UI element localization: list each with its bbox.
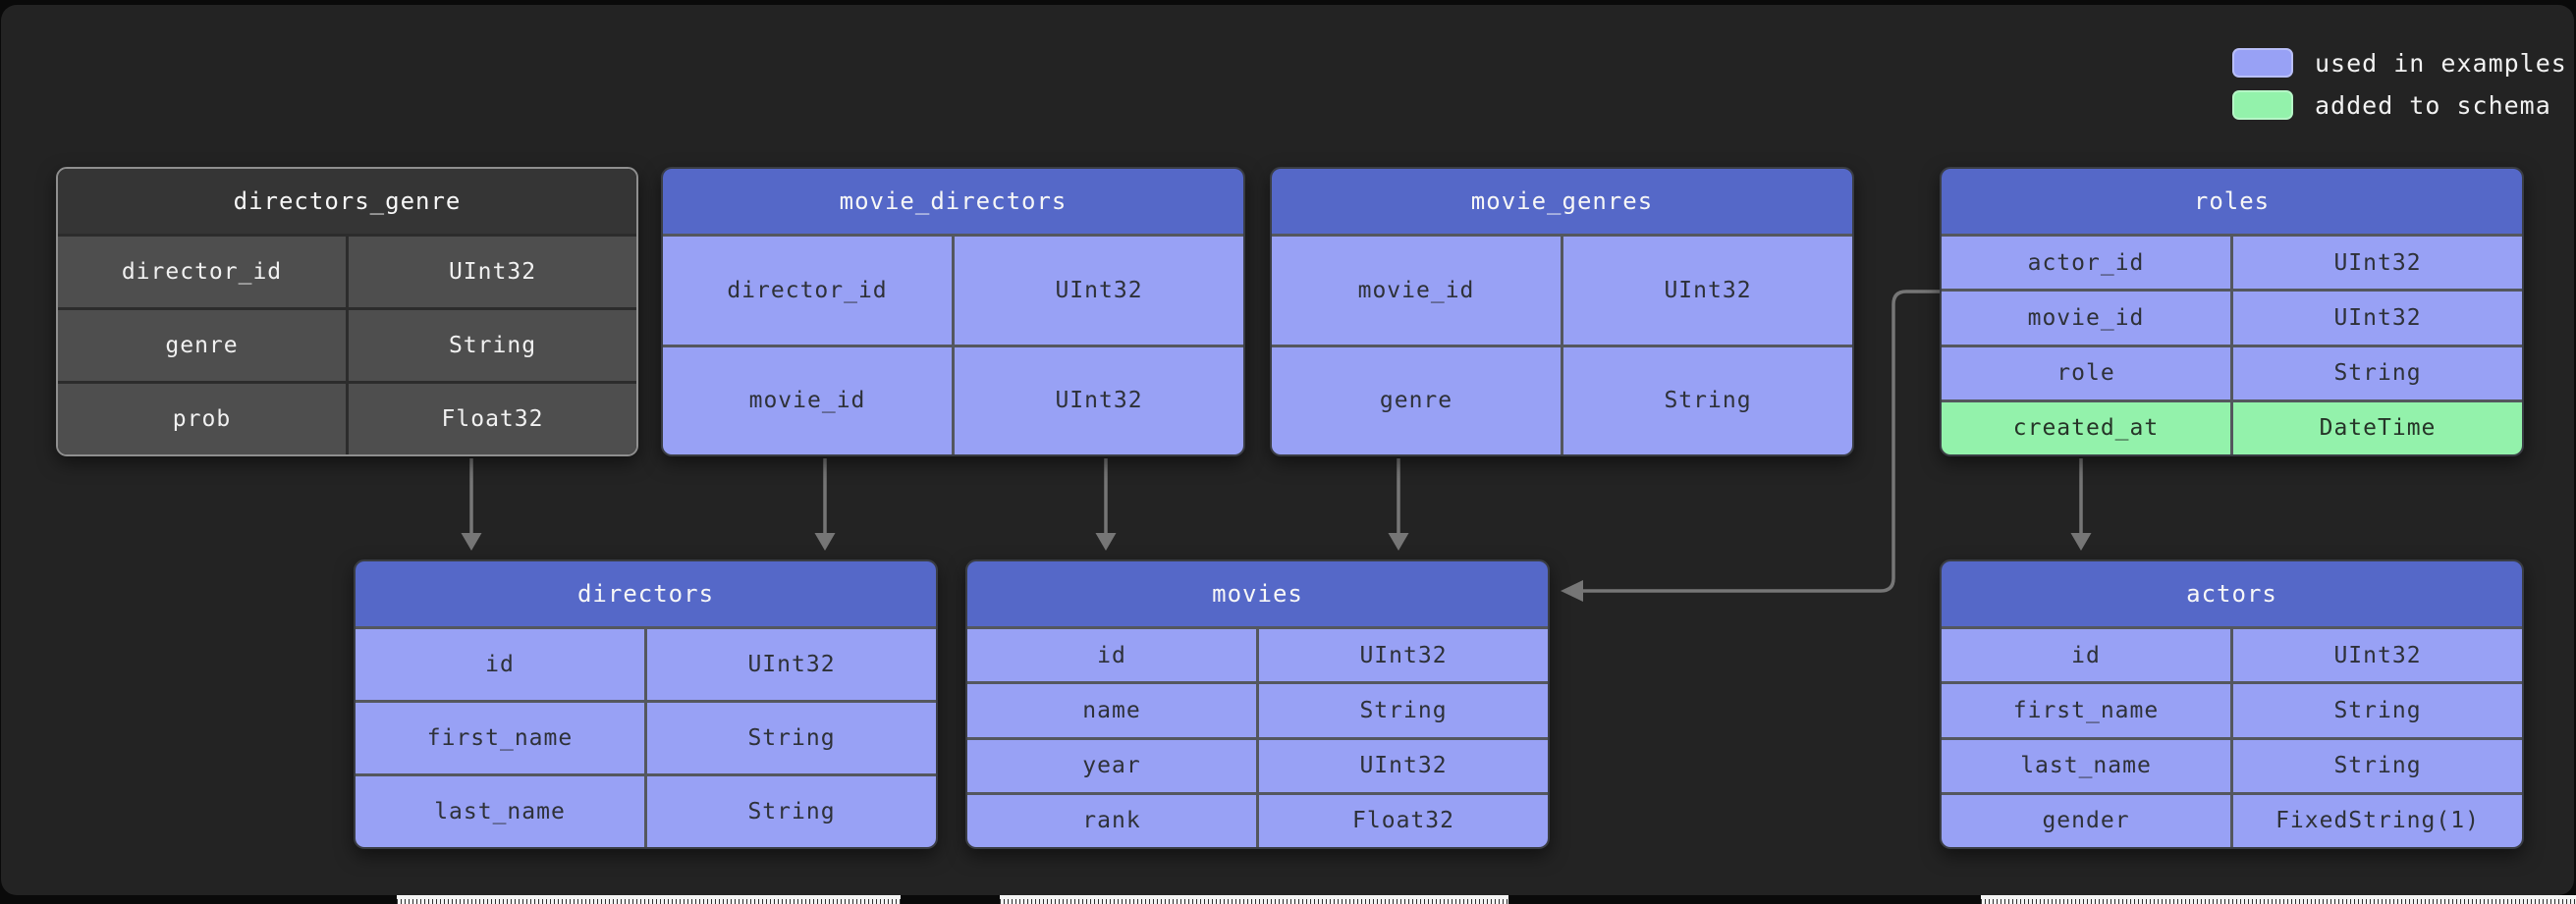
legend-label: used in examples	[2315, 48, 2567, 78]
arrow-directors-genre-to-directors	[461, 458, 482, 551]
table-title: roles	[1942, 169, 2522, 234]
column-name: director_id	[663, 237, 952, 345]
column-name: role	[1942, 346, 2230, 399]
column-type: String	[644, 703, 936, 773]
column-name: first_name	[356, 703, 644, 773]
background-page-edge	[1981, 895, 2576, 904]
table-title: movie_directors	[663, 169, 1243, 234]
arrow-movie-directors-to-directors	[814, 458, 836, 551]
column-name: created_at	[1942, 401, 2230, 454]
column-type: UInt32	[2230, 237, 2522, 290]
table-title: movie_genres	[1272, 169, 1852, 234]
column-name: name	[967, 684, 1256, 737]
column-type: String	[2230, 684, 2522, 737]
column-type: UInt32	[1256, 629, 1548, 682]
column-type: String	[644, 776, 936, 847]
table-title: actors	[1942, 561, 2522, 626]
table-title: movies	[967, 561, 1548, 626]
column-name: genre	[58, 310, 346, 381]
column-type: FixedString(1)	[2230, 794, 2522, 847]
column-name: director_id	[58, 237, 346, 307]
column-type: String	[346, 310, 636, 381]
column-type: String	[1256, 684, 1548, 737]
background-page-edge	[1000, 895, 1508, 904]
table-title: directors_genre	[58, 169, 636, 234]
arrow-roles-to-actors	[2070, 458, 2092, 551]
column-name: genre	[1272, 346, 1561, 454]
column-name: movie_id	[1272, 237, 1561, 345]
arrow-movie-directors-to-movies	[1095, 458, 1117, 551]
legend-swatch-used-in-examples	[2232, 48, 2293, 78]
column-type: UInt32	[644, 629, 936, 700]
column-name: gender	[1942, 794, 2230, 847]
column-type: String	[2230, 739, 2522, 792]
column-type: Float32	[1256, 794, 1548, 847]
column-type: UInt32	[2230, 292, 2522, 345]
legend: used in examples added to schema	[2232, 48, 2567, 120]
column-name: first_name	[1942, 684, 2230, 737]
column-name: id	[356, 629, 644, 700]
arrow-movie-genres-to-movies	[1388, 458, 1409, 551]
arrow-roles-to-movies	[1561, 290, 1940, 602]
legend-swatch-added-to-schema	[2232, 90, 2293, 120]
column-type: UInt32	[952, 346, 1243, 454]
legend-label: added to schema	[2315, 90, 2551, 120]
table-title: directors	[356, 561, 936, 626]
column-name: last_name	[1942, 739, 2230, 792]
column-name: movie_id	[1942, 292, 2230, 345]
column-type: UInt32	[952, 237, 1243, 345]
column-type: DateTime	[2230, 401, 2522, 454]
column-name: last_name	[356, 776, 644, 847]
column-name: rank	[967, 794, 1256, 847]
background-page-edge	[397, 895, 901, 904]
column-type: UInt32	[346, 237, 636, 307]
column-type: UInt32	[1561, 237, 1852, 345]
column-type: String	[1561, 346, 1852, 454]
column-type: Float32	[346, 384, 636, 454]
column-name: prob	[58, 384, 346, 454]
column-type: UInt32	[1256, 739, 1548, 792]
column-name: id	[967, 629, 1256, 682]
legend-item-added-to-schema: added to schema	[2232, 90, 2567, 120]
column-type: UInt32	[2230, 629, 2522, 682]
column-name: year	[967, 739, 1256, 792]
column-name: id	[1942, 629, 2230, 682]
column-name: movie_id	[663, 346, 952, 454]
column-type: String	[2230, 346, 2522, 399]
column-name: actor_id	[1942, 237, 2230, 290]
legend-item-used-in-examples: used in examples	[2232, 48, 2567, 78]
